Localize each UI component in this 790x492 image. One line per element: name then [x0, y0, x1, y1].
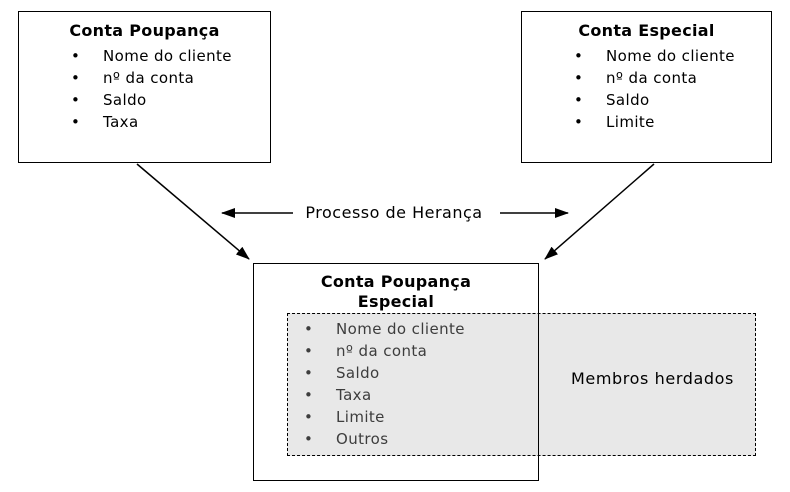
class-title-conta-poupanca-especial: Conta Poupança Especial: [320, 272, 472, 311]
member-item: Nome do cliente: [304, 318, 755, 340]
member-item: Limite: [304, 406, 755, 428]
member-item: Nome do cliente: [71, 45, 270, 67]
member-item: Saldo: [71, 89, 270, 111]
inherited-members-label: Membros herdados: [571, 369, 734, 388]
member-item: nº da conta: [304, 340, 755, 362]
class-title-conta-poupanca: Conta Poupança: [69, 21, 220, 40]
member-item: Saldo: [304, 362, 755, 384]
inherited-members-box: Nome do clientenº da contaSaldoTaxaLimit…: [287, 313, 756, 456]
inheritance-process-label: Processo de Herança: [305, 203, 483, 222]
member-item: Outros: [304, 428, 755, 450]
member-item: nº da conta: [574, 67, 771, 89]
member-item: Limite: [574, 111, 771, 133]
class-title-conta-especial: Conta Especial: [578, 21, 715, 40]
class-box-conta-especial: Conta Especial Nome do clientenº da cont…: [521, 11, 772, 163]
member-list-conta-poupanca: Nome do clientenº da contaSaldoTaxa: [19, 45, 270, 133]
member-item: Taxa: [304, 384, 755, 406]
arrow-right-parent-to-child: [544, 163, 655, 260]
member-list-conta-especial: Nome do clientenº da contaSaldoLimite: [522, 45, 771, 133]
member-list-conta-poupanca-especial: Nome do clientenº da contaSaldoTaxaLimit…: [288, 318, 755, 450]
class-box-conta-poupanca: Conta Poupança Nome do clientenº da cont…: [18, 11, 271, 163]
member-item: Nome do cliente: [574, 45, 771, 67]
member-item: nº da conta: [71, 67, 270, 89]
member-item: Taxa: [71, 111, 270, 133]
arrow-left-parent-to-child: [136, 163, 250, 260]
member-item: Saldo: [574, 89, 771, 111]
